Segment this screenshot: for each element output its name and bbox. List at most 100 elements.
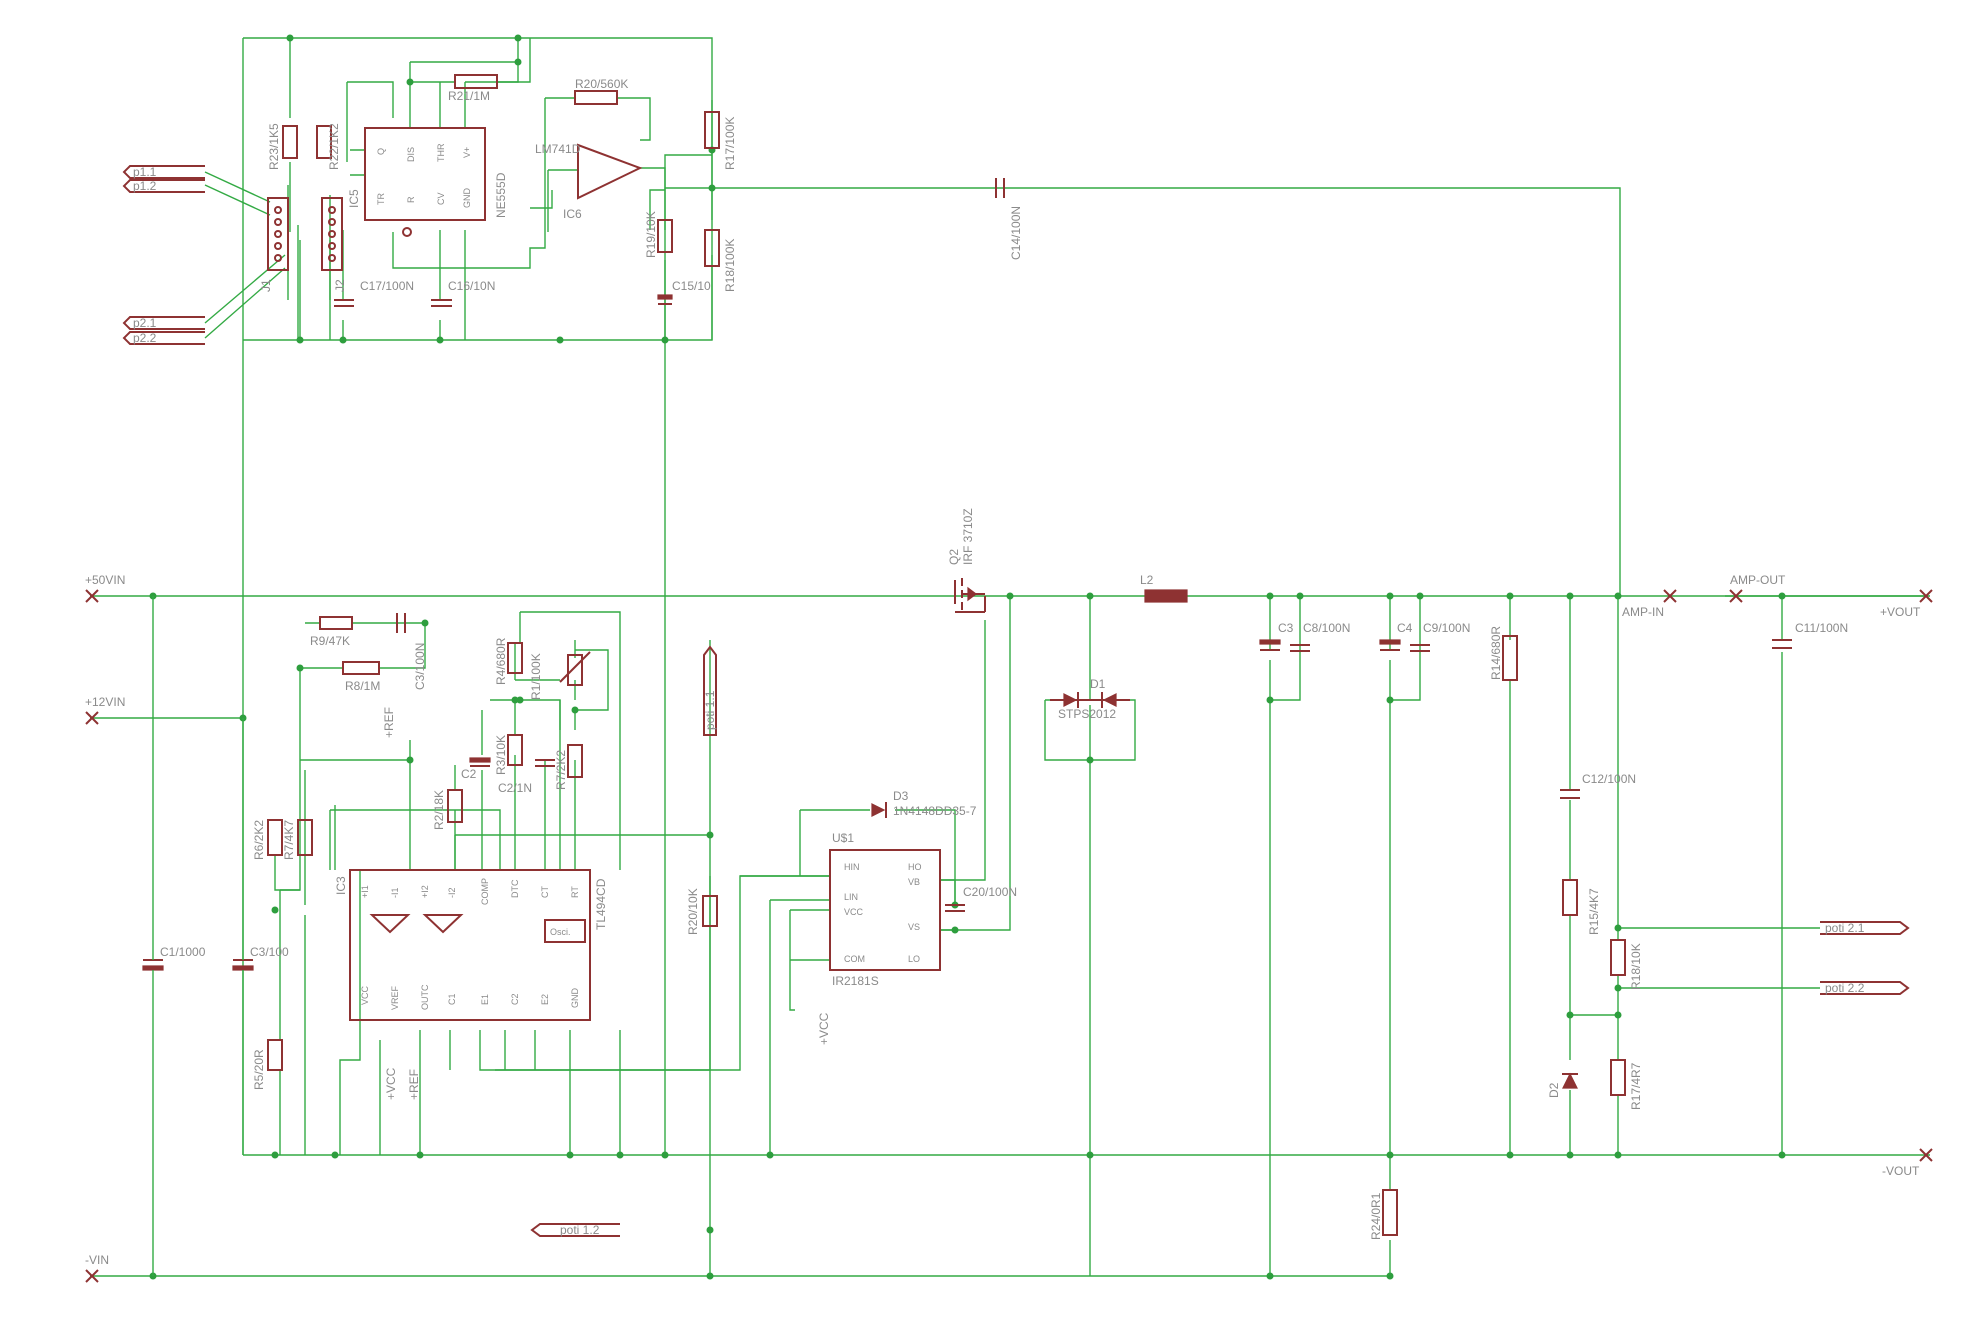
resistor-r20-top — [574, 90, 618, 105]
terminal-amp-out[interactable] — [1729, 589, 1743, 603]
net-tag-p21[interactable] — [122, 316, 205, 330]
label-r17b: R17/4R7 — [1629, 1062, 1643, 1110]
label-r20b: R20/10K — [686, 888, 700, 935]
terminal-amp-in[interactable] — [1663, 589, 1677, 603]
svg-text:LIN: LIN — [844, 892, 858, 902]
capacitor-c17 — [334, 299, 354, 307]
svg-text:E1: E1 — [480, 994, 490, 1005]
label-r14: R14/680R — [1489, 626, 1503, 680]
resistor-r6 — [267, 819, 283, 856]
svg-text:HIN: HIN — [844, 862, 860, 872]
label-r1: R1/100K — [529, 653, 543, 700]
label-vref1: +REF — [382, 707, 396, 738]
svg-text:RT: RT — [570, 886, 580, 898]
svg-text:Q: Q — [376, 148, 386, 155]
terminal-plus-vout[interactable] — [1919, 589, 1933, 603]
resistor-r3 — [507, 734, 523, 766]
svg-text:LO: LO — [908, 954, 920, 964]
capacitor-c11 — [1772, 639, 1792, 649]
label-ampin: AMP-IN — [1622, 605, 1664, 619]
net-tag-poti22[interactable] — [1820, 981, 1910, 995]
label-r18a: R18/100K — [723, 239, 737, 292]
capacitor-c1 — [142, 959, 164, 971]
svg-text:HO: HO — [908, 862, 922, 872]
label-j2: J2 — [333, 279, 347, 292]
label-r6: R6/2K2 — [252, 820, 266, 860]
label-c3a: C3 — [1278, 621, 1294, 635]
zener-diode-d2 — [1562, 1072, 1578, 1089]
label-ir2181: IR2181S — [832, 974, 879, 988]
svg-text:VCC: VCC — [844, 907, 864, 917]
resistor-r24 — [1382, 1189, 1398, 1236]
capacitor-c16 — [431, 299, 452, 307]
label-r15: R15/4K7 — [1587, 888, 1601, 935]
label-p22: p2.2 — [133, 331, 157, 345]
ir2181-pin-labels: HIN LIN VCC COM HO VB VS LO — [844, 862, 922, 964]
svg-text:COMP: COMP — [480, 878, 490, 905]
resistor-r5 — [267, 1039, 283, 1071]
ic-tl494 — [349, 869, 591, 1021]
label-r2: R2/18K — [432, 790, 446, 830]
capacitor-c8 — [1290, 644, 1310, 652]
mosfet-q2 — [954, 578, 986, 613]
resistor-r22 — [316, 125, 332, 159]
resistor-r15 — [1562, 879, 1578, 916]
label-vinm: -VIN — [85, 1253, 109, 1267]
label-d3: D3 — [893, 789, 909, 803]
label-c16: C16/10N — [448, 279, 495, 293]
label-ic6: IC6 — [563, 207, 582, 221]
inductor-l2 — [1144, 589, 1188, 603]
capacitor-c3-ctrl — [396, 613, 406, 633]
net-tag-p22[interactable] — [122, 331, 205, 345]
label-c3b: C3/100N — [413, 643, 427, 690]
net-tag-poti21[interactable] — [1820, 921, 1910, 935]
terminal-12vin[interactable] — [85, 711, 99, 725]
capacitor-c14 — [995, 178, 1005, 198]
label-irf: IRF 3710Z — [961, 508, 975, 565]
svg-text:E2: E2 — [540, 994, 550, 1005]
label-r20a: R20/560K — [575, 77, 628, 91]
label-poti22: poti 2.2 — [1825, 981, 1865, 995]
svg-text:CV: CV — [436, 192, 446, 205]
terminal-minus-vout[interactable] — [1919, 1148, 1933, 1162]
label-poti12: poti 1.2 — [560, 1223, 600, 1237]
resistor-r8 — [342, 661, 380, 675]
svg-text:THR: THR — [436, 143, 446, 162]
capacitor-c2-timing — [469, 757, 491, 767]
label-vref2: +REF — [407, 1069, 421, 1100]
wires — [90, 37, 1930, 1277]
resistor-r9 — [319, 616, 353, 630]
svg-text:+I2: +I2 — [420, 885, 430, 898]
ic-ir2181 — [829, 849, 941, 971]
svg-text:-I2: -I2 — [447, 887, 457, 898]
label-r4: R4/680R — [494, 637, 508, 685]
connector-j1 — [267, 197, 289, 271]
label-p11: p1.1 — [133, 165, 157, 179]
ne555-timer-ic — [364, 127, 486, 237]
svg-text:CT: CT — [540, 886, 550, 898]
resistor-r18-top — [704, 229, 720, 267]
terminal-minus-vin[interactable] — [85, 1269, 99, 1283]
terminal-50vin[interactable] — [85, 589, 99, 603]
ne555-pin-labels: Q DIS THR V+ TR R CV GND — [376, 143, 472, 208]
label-r18b: R18/10K — [1629, 943, 1643, 990]
net-tag-poti12[interactable] — [530, 1223, 620, 1237]
label-poti11: poti 1.1 — [703, 690, 717, 730]
label-vin12: +12VIN — [85, 695, 125, 709]
resistor-r20-lower — [702, 895, 718, 927]
capacitor-c21 — [535, 759, 555, 767]
label-c11: C11/100N — [1795, 621, 1848, 635]
net-tag-p12[interactable] — [122, 179, 205, 193]
label-tl494: TL494CD — [594, 878, 608, 930]
label-p12: p1.2 — [133, 179, 157, 193]
net-tag-p11[interactable] — [122, 165, 205, 179]
svg-text:VREF: VREF — [390, 985, 400, 1010]
svg-text:VS: VS — [908, 922, 920, 932]
label-r17a: R17/100K — [723, 117, 737, 170]
label-vin50: +50VIN — [85, 573, 125, 587]
resistor-r17-top — [704, 111, 720, 149]
tl494-pin-labels: +I1 -I1 +I2 -I2 COMP DTC CT RT VCC VREF … — [360, 878, 580, 1010]
label-stps: STPS2012 — [1058, 707, 1116, 721]
label-j1: J1 — [259, 279, 273, 292]
net-tag-poti11[interactable] — [703, 645, 717, 736]
